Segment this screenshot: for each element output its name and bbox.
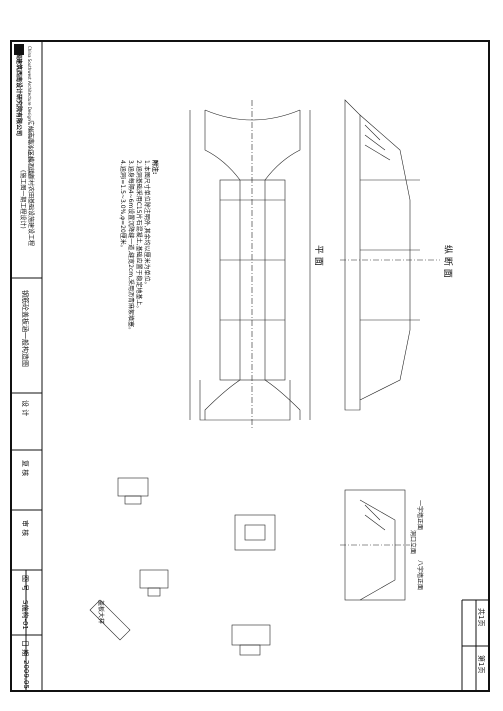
project-title-line2: (施工图一期工程设计): [19, 170, 26, 229]
drawing-title: 钢筋砼盖板涵一般构造图: [21, 290, 29, 367]
date-value: 2009.05: [22, 660, 30, 689]
plan-view-drawing: [189, 100, 311, 430]
design-label: 设 计: [21, 400, 29, 417]
plan-view-label: 平 面: [313, 245, 323, 266]
approve-label: 审 核: [21, 520, 29, 537]
headwall-drawings: [340, 489, 410, 601]
detail-drawings: [89, 477, 276, 656]
figure-no-label: 图 号: [21, 575, 29, 592]
date-label: 日 期: [21, 640, 29, 657]
review-label: 复 核: [21, 460, 29, 477]
note-item: 4.涵洞i=1.5~3.0%,φ=20厘米。: [119, 160, 126, 251]
elevation-view-drawing: [340, 99, 440, 411]
sheet-number: 第1页: [477, 655, 485, 674]
section-label-2: 八字墙正面: [416, 560, 423, 591]
company-name-cn: 中国建筑西南设计研究院有限公司: [15, 46, 22, 137]
note-item: 3.涵身每隔4~6m设置沉降缝一道,缝宽2cm,采用沥青麻絮填塞。: [127, 160, 134, 334]
sheet-border: [10, 40, 490, 692]
project-title-line1: 广州市南沙区横沥镇新村农田基础设施建设工程: [27, 120, 34, 247]
section-label-3: 洞口立面: [409, 530, 416, 555]
note-item: 2.涵洞基础采用C15片石混凝土,基础应置于稳定地基上。: [135, 160, 142, 312]
note-item: 1.本图尺寸单位除注明外,其余均以厘米为单位。: [143, 160, 150, 288]
detail-label: 盖板大样: [97, 600, 104, 625]
sheet-total: 共1页: [477, 608, 485, 627]
elevation-view-label: 纵 断 面: [442, 245, 452, 278]
figure-no: S施构-01: [21, 600, 29, 630]
company-logo: [14, 44, 24, 55]
section-label-1: 一字墙正面: [416, 500, 423, 531]
notes-heading: 附注:: [151, 160, 158, 175]
